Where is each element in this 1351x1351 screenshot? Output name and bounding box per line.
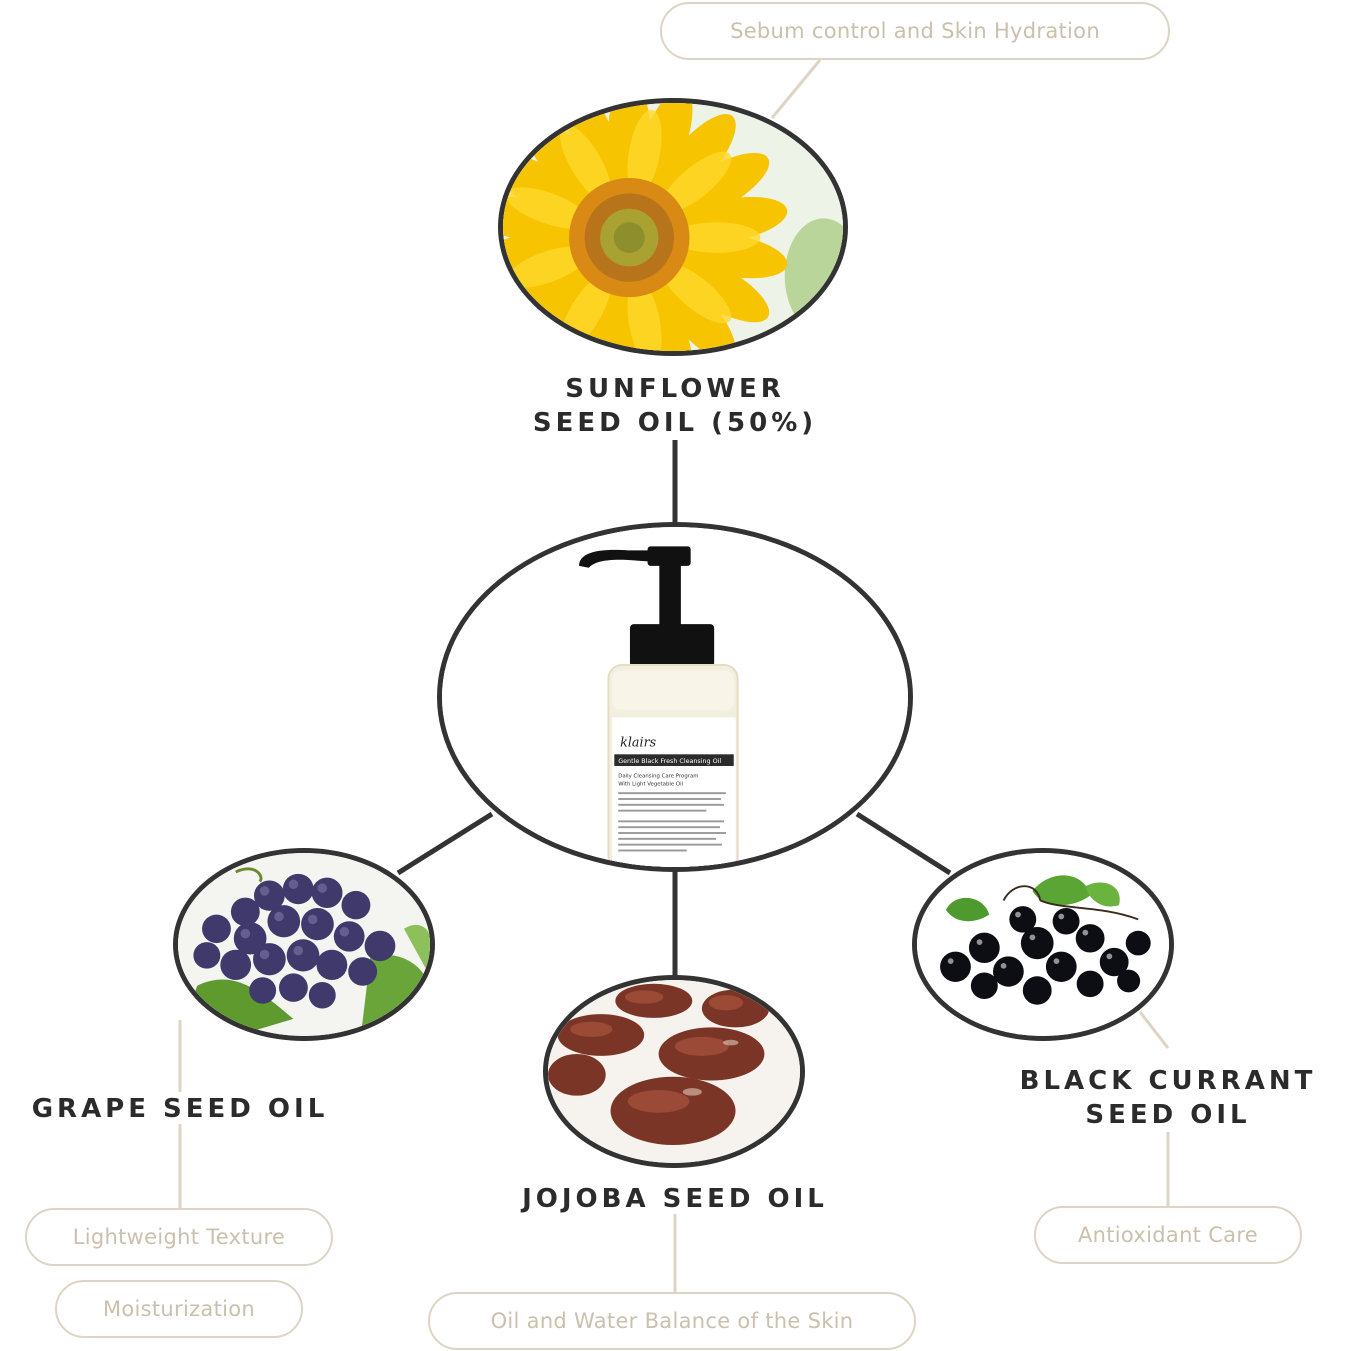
bottle-product-name: Gentle Black Fresh Cleansing Oil — [618, 758, 721, 765]
jojoba-icon — [548, 980, 800, 1163]
currant-heading: BLACK CURRANT SEED OIL — [995, 1064, 1341, 1132]
grape-heading: GRAPE SEED OIL — [10, 1092, 350, 1126]
jojoba-benefit-text: Oil and Water Balance of the Skin — [490, 1309, 854, 1333]
connector-currant-product — [855, 811, 952, 876]
grape-benefit-text-1: Lightweight Texture — [72, 1225, 286, 1249]
currant-heading-line2: SEED OIL — [1085, 1100, 1251, 1130]
currant-heading-line1: BLACK CURRANT — [1019, 1066, 1317, 1096]
currant-benefit-text: Antioxidant Care — [1077, 1223, 1259, 1247]
jojoba-heading: JOJOBA SEED OIL — [470, 1182, 880, 1216]
currant-image — [912, 848, 1174, 1041]
black-currant-icon — [917, 853, 1169, 1036]
connector-grape-product — [396, 811, 494, 876]
grape-icon — [178, 853, 430, 1036]
sunflower-icon — [503, 103, 843, 351]
bottle-icon: klairs Gentle Black Fresh Cleansing Oil … — [442, 527, 908, 867]
bottle-brand: klairs — [620, 735, 657, 750]
connector-currant-upper — [1138, 1011, 1170, 1049]
product-image: klairs Gentle Black Fresh Cleansing Oil … — [437, 522, 913, 872]
grape-image — [173, 848, 435, 1041]
grape-benefit-text-2: Moisturization — [102, 1297, 256, 1321]
grape-benefit-pill-1: Lightweight Texture — [25, 1208, 333, 1266]
jojoba-benefit-pill: Oil and Water Balance of the Skin — [428, 1292, 916, 1350]
grape-heading-text: GRAPE SEED OIL — [31, 1094, 329, 1124]
bottle-label-line1: Daily Cleansing Care Program — [618, 774, 698, 780]
sunflower-heading-line1: SUNFLOWER — [565, 374, 785, 404]
grape-benefit-pill-2: Moisturization — [55, 1280, 303, 1338]
sunflower-image — [498, 98, 848, 356]
sunflower-benefit-pill: Sebum control and Skin Hydration — [660, 2, 1170, 60]
sunflower-benefit-text: Sebum control and Skin Hydration — [730, 19, 1100, 43]
jojoba-image — [543, 975, 805, 1168]
bottle-label-line2: With Light Vegetable Oil — [618, 781, 683, 787]
sunflower-heading-line2: SEED OIL (50%) — [532, 408, 818, 438]
jojoba-heading-text: JOJOBA SEED OIL — [522, 1184, 828, 1214]
connector-sunflower-benefit — [770, 59, 822, 119]
currant-benefit-pill: Antioxidant Care — [1034, 1206, 1302, 1264]
sunflower-heading: SUNFLOWER SEED OIL (50%) — [470, 372, 880, 440]
